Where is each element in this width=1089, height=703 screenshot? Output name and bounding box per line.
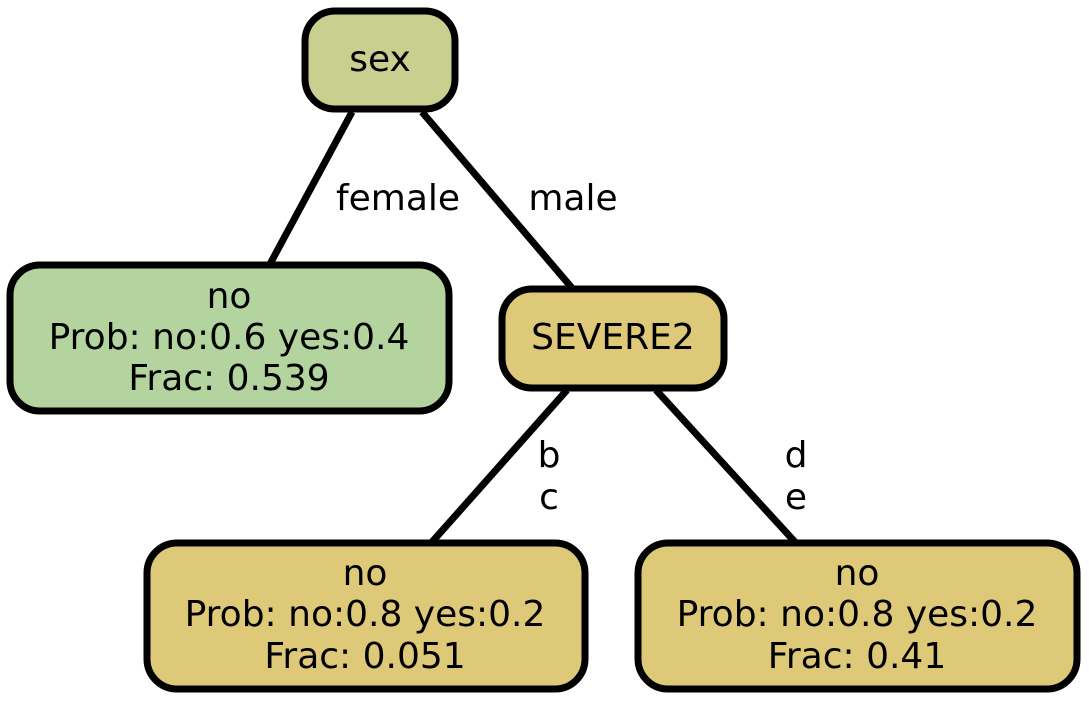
- node-female-leaf-class: no: [207, 276, 252, 317]
- node-female-leaf-box: [6, 261, 453, 415]
- node-bc-leaf-class: no: [343, 553, 388, 594]
- node-severe2-label: SEVERE2: [531, 317, 695, 358]
- node-de-leaf-class: no: [835, 553, 880, 594]
- edge-label-male: male: [528, 178, 617, 219]
- node-female-leaf: no Prob: no:0.6 yes:0.4 Frac: 0.539: [6, 261, 453, 415]
- node-sex: sex: [301, 7, 459, 113]
- edge-sex-to-female-leaf: [266, 110, 356, 266]
- node-de-leaf-frac: Frac: 0.41: [768, 636, 946, 677]
- edge-label-bc-line1: b: [538, 435, 561, 476]
- node-de-leaf: no Prob: no:0.8 yes:0.2 Frac: 0.41: [634, 539, 1081, 693]
- edge-sex-to-severe2: [419, 109, 575, 291]
- edge-label-de-line2: e: [785, 477, 807, 518]
- node-bc-leaf-prob: Prob: no:0.8 yes:0.2: [185, 594, 546, 635]
- node-bc-leaf-box: [143, 539, 589, 693]
- node-de-leaf-prob: Prob: no:0.8 yes:0.2: [677, 594, 1038, 635]
- node-bc-leaf-frac: Frac: 0.051: [264, 636, 465, 677]
- edge-label-de-line1: d: [785, 435, 808, 476]
- node-severe2-box: [498, 285, 728, 392]
- edge-label-bc-line2: c: [539, 477, 559, 518]
- node-sex-label: sex: [349, 39, 411, 80]
- node-sex-box: [301, 7, 459, 113]
- node-bc-leaf: no Prob: no:0.8 yes:0.2 Frac: 0.051: [143, 539, 589, 693]
- node-de-leaf-box: [634, 539, 1081, 693]
- node-severe2: SEVERE2: [498, 285, 728, 392]
- edge-severe2-to-bc-leaf: [429, 387, 570, 545]
- edge-severe2-to-de-leaf: [653, 387, 798, 545]
- node-female-leaf-frac: Frac: 0.539: [128, 358, 329, 399]
- node-female-leaf-prob: Prob: no:0.6 yes:0.4: [49, 317, 410, 358]
- edge-label-female: female: [336, 178, 460, 219]
